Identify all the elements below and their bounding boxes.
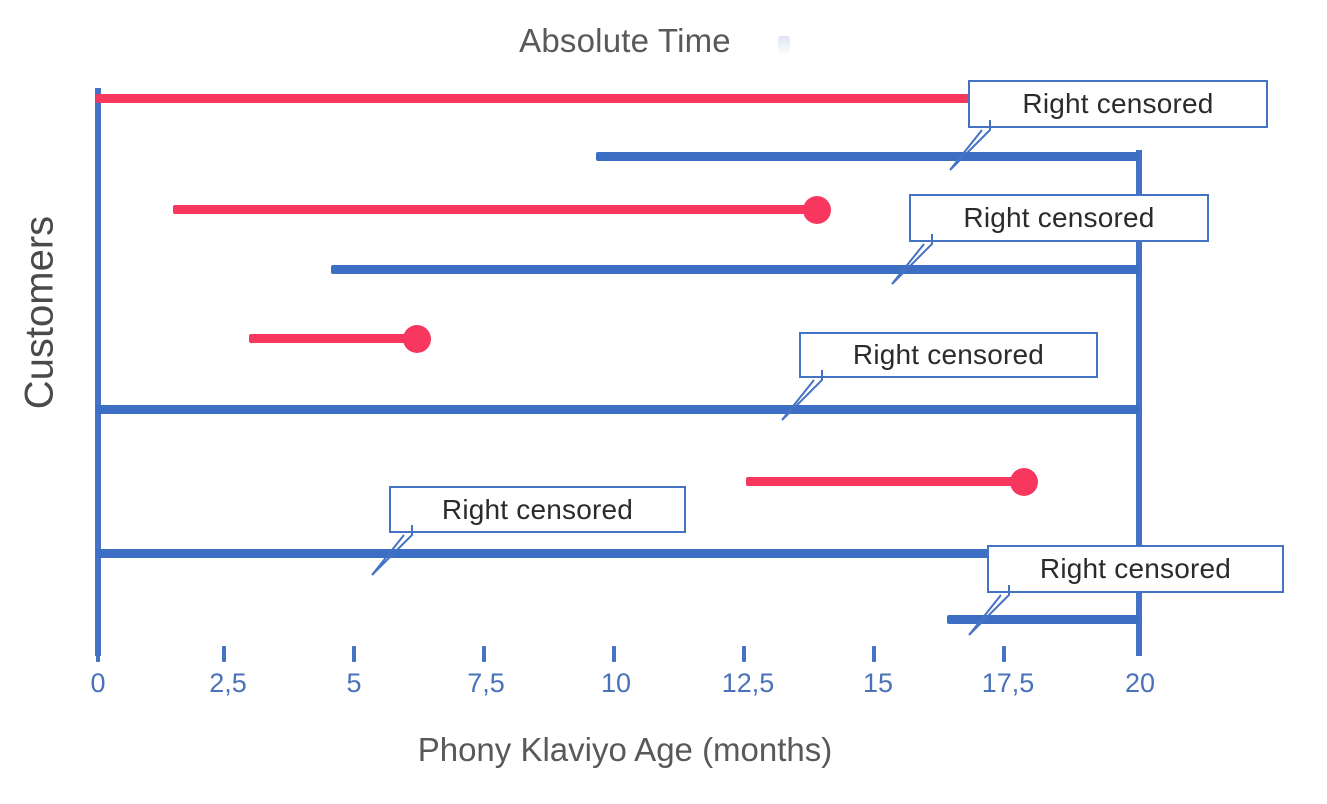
series-customer-5-bar [249,334,419,343]
x-tick-5 [352,646,356,662]
x-tick-label-15: 15 [862,668,894,698]
series-customer-4-bar [331,265,1140,274]
x-tick-10 [612,646,616,662]
x-tick-label-10: 10 [600,668,632,698]
x-tick-15 [872,646,876,662]
callout-1-label: Right censored [1022,88,1214,119]
series-customer-1-bar [96,94,974,103]
callout-4-box: Right censored [389,486,686,533]
callout-5-box: Right censored [987,545,1284,593]
y-axis-label: Customers [17,215,62,410]
callout-5-label: Right censored [1039,553,1232,584]
callout-3-label: Right censored [852,339,1045,370]
x-tick-label-5: 5 [346,668,362,698]
series-customer-9-bar [947,615,1140,624]
x-tick-label-7-5: 7,5 [467,668,505,698]
x-tick-7-5 [482,646,486,662]
callout-5-tail [968,585,1010,636]
x-tick-label-17-5: 17,5 [981,668,1035,698]
callout-2-label: Right censored [963,202,1155,233]
callout-4-tail [371,525,413,576]
x-tick-label-12-5: 12,5 [721,668,775,698]
series-customer-3-event-dot [803,196,831,224]
chart-title: Absolute Time [519,22,731,59]
x-tick-0 [96,640,100,662]
x-tick-12-5 [742,646,746,662]
title-artifact [778,36,790,56]
right-boundary-line [1136,150,1142,656]
callout-3-box: Right censored [799,332,1098,378]
x-tick-17-5 [1002,646,1006,662]
series-customer-6-bar [96,405,1140,414]
x-tick-label-0: 0 [90,668,106,698]
x-axis-label: Phony Klaviyo Age (months) [417,731,833,768]
series-customer-3-bar [173,205,819,214]
x-tick-label-2-5: 2,5 [209,668,247,698]
series-customer-7-event-dot [1010,468,1038,496]
x-tick-2-5 [222,646,226,662]
callout-3-tail [781,370,823,421]
callout-2-box: Right censored [909,194,1209,242]
series-customer-2-bar [596,152,1140,161]
series-customer-5-event-dot [403,325,431,353]
callout-1-box: Right censored [968,80,1268,128]
callout-2-tail [891,234,933,285]
x-tick-label-20: 20 [1124,668,1156,698]
y-axis-line [95,88,101,656]
callout-1-tail [949,120,991,171]
series-customer-7-bar [746,477,1025,486]
series-customer-8-bar [96,549,1140,558]
callout-4-label: Right censored [441,493,634,525]
